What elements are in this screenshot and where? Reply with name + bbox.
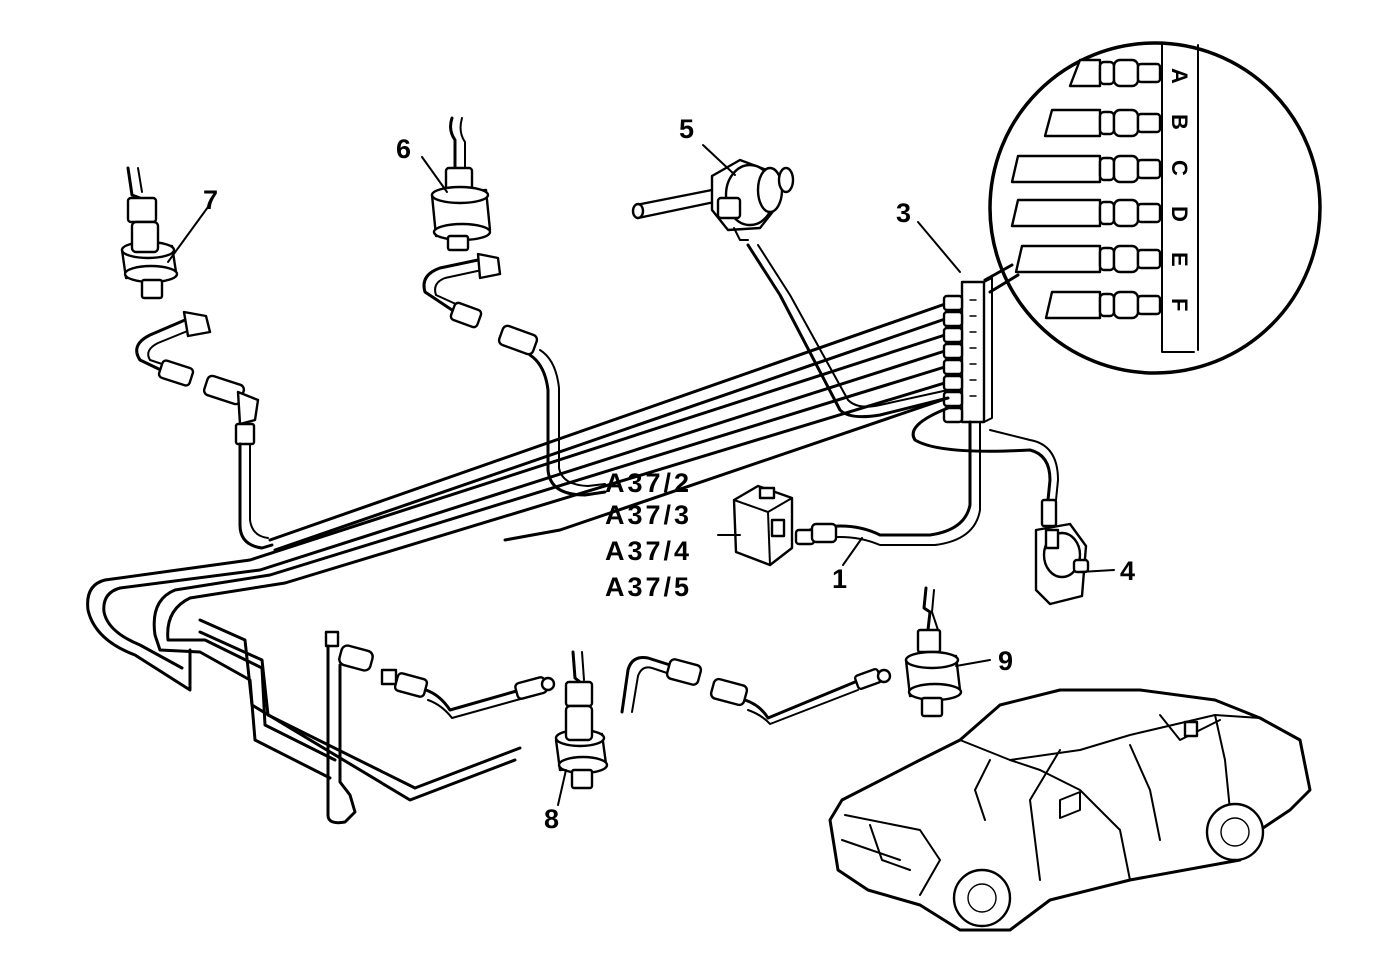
- harness-bundle: [86, 301, 950, 802]
- callout-9: 9: [998, 646, 1013, 676]
- module-label-a37-3: A37/3: [605, 500, 692, 530]
- connector-letter: A: [1167, 68, 1192, 84]
- connector-letter: B: [1167, 114, 1192, 130]
- control-module-a37: [732, 484, 838, 567]
- connector-letter: E: [1167, 252, 1192, 267]
- callout-5: 5: [679, 114, 694, 144]
- module-label-a37-5: A37/5: [605, 572, 692, 602]
- callout-7: 7: [203, 185, 218, 215]
- callout-8: 8: [544, 804, 559, 834]
- callout-labels: 1 3 4 5 6 7 8 9: [203, 114, 1135, 834]
- callout-1: 1: [832, 564, 847, 594]
- connector-letter: F: [1167, 298, 1192, 311]
- module-label-a37-4: A37/4: [605, 536, 692, 566]
- sensor-9: [904, 586, 963, 718]
- connector-letter: C: [1167, 160, 1192, 176]
- distributor-ports: [942, 294, 964, 424]
- sensor-6: [422, 116, 607, 497]
- connector-detail-circle: A B C D E F: [983, 41, 1322, 375]
- connector-letter: D: [1167, 206, 1192, 222]
- connector-plugs: [1010, 58, 1162, 320]
- center-connector-chain: [324, 630, 556, 825]
- actuator-4: [1034, 498, 1090, 606]
- actuator-5: [631, 158, 950, 419]
- distributor-block: [942, 277, 993, 424]
- module-labels: A37/2 A37/3 A37/4 A37/5: [605, 468, 692, 602]
- car-outline-icon: [828, 688, 1312, 932]
- callout-4: 4: [1120, 556, 1135, 586]
- module-label-a37-2: A37/2: [605, 468, 692, 498]
- sensor-7: [120, 166, 274, 550]
- callout-6: 6: [396, 134, 411, 164]
- connector-letters: A B C D E F: [1167, 68, 1192, 311]
- lower-harness: [620, 656, 892, 725]
- callout-leaders: [167, 144, 1115, 806]
- sensor-8: [554, 650, 609, 790]
- callout-3: 3: [896, 198, 911, 228]
